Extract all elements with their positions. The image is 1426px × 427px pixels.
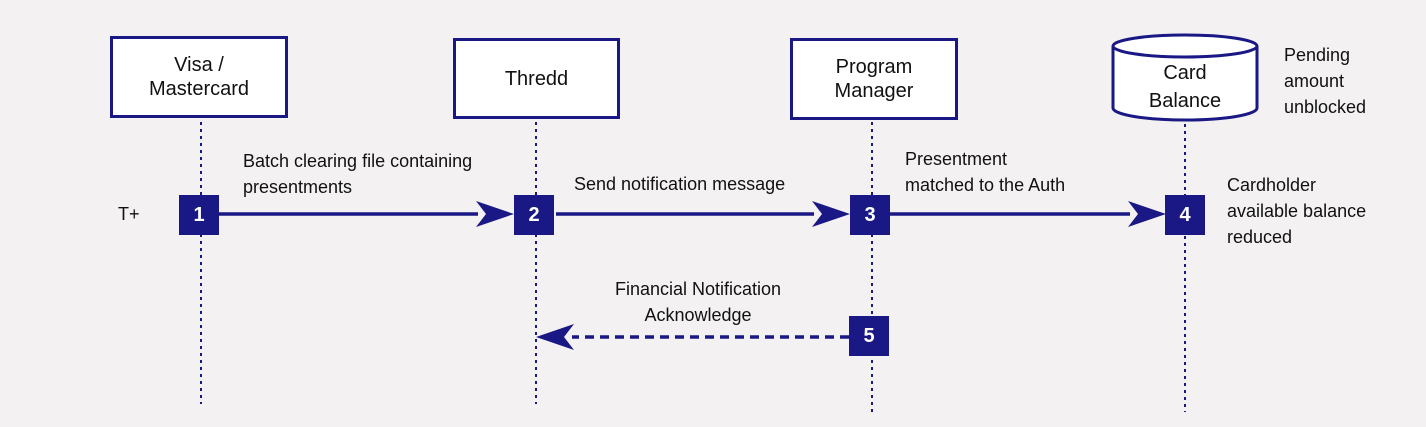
message-2-label: Send notification message bbox=[574, 174, 786, 194]
arrow-2-to-3 bbox=[556, 201, 850, 227]
actor-program-manager: Program Manager bbox=[790, 38, 958, 120]
arrow-5-to-2 bbox=[536, 324, 849, 350]
actor-thredd: Thredd bbox=[453, 38, 620, 119]
arrow-1-to-2 bbox=[219, 201, 514, 227]
step-marker-5: 5 bbox=[849, 316, 889, 356]
arrow-3-to-4 bbox=[890, 201, 1166, 227]
row-label: T+ bbox=[118, 204, 140, 224]
step-marker-3: 3 bbox=[850, 195, 890, 235]
step-marker-2: 2 bbox=[514, 195, 554, 235]
message-1-label: Batch clearing file containing presentme… bbox=[243, 151, 473, 197]
step-marker-1: 1 bbox=[179, 195, 219, 235]
note-cardholder-balance: Cardholder available balance reduced bbox=[1227, 175, 1367, 247]
step-marker-4: 4 bbox=[1165, 195, 1205, 235]
message-5-label: Financial Notification Acknowledge bbox=[614, 279, 782, 325]
card-balance-cylinder bbox=[1111, 33, 1259, 122]
note-pending-amount: Pending amount unblocked bbox=[1284, 45, 1367, 117]
actor-card-balance-label: Card Balance bbox=[1148, 62, 1222, 112]
message-3-label: Presentment matched to the Auth bbox=[905, 149, 1066, 195]
actor-visa-mastercard: Visa / Mastercard bbox=[110, 36, 288, 118]
